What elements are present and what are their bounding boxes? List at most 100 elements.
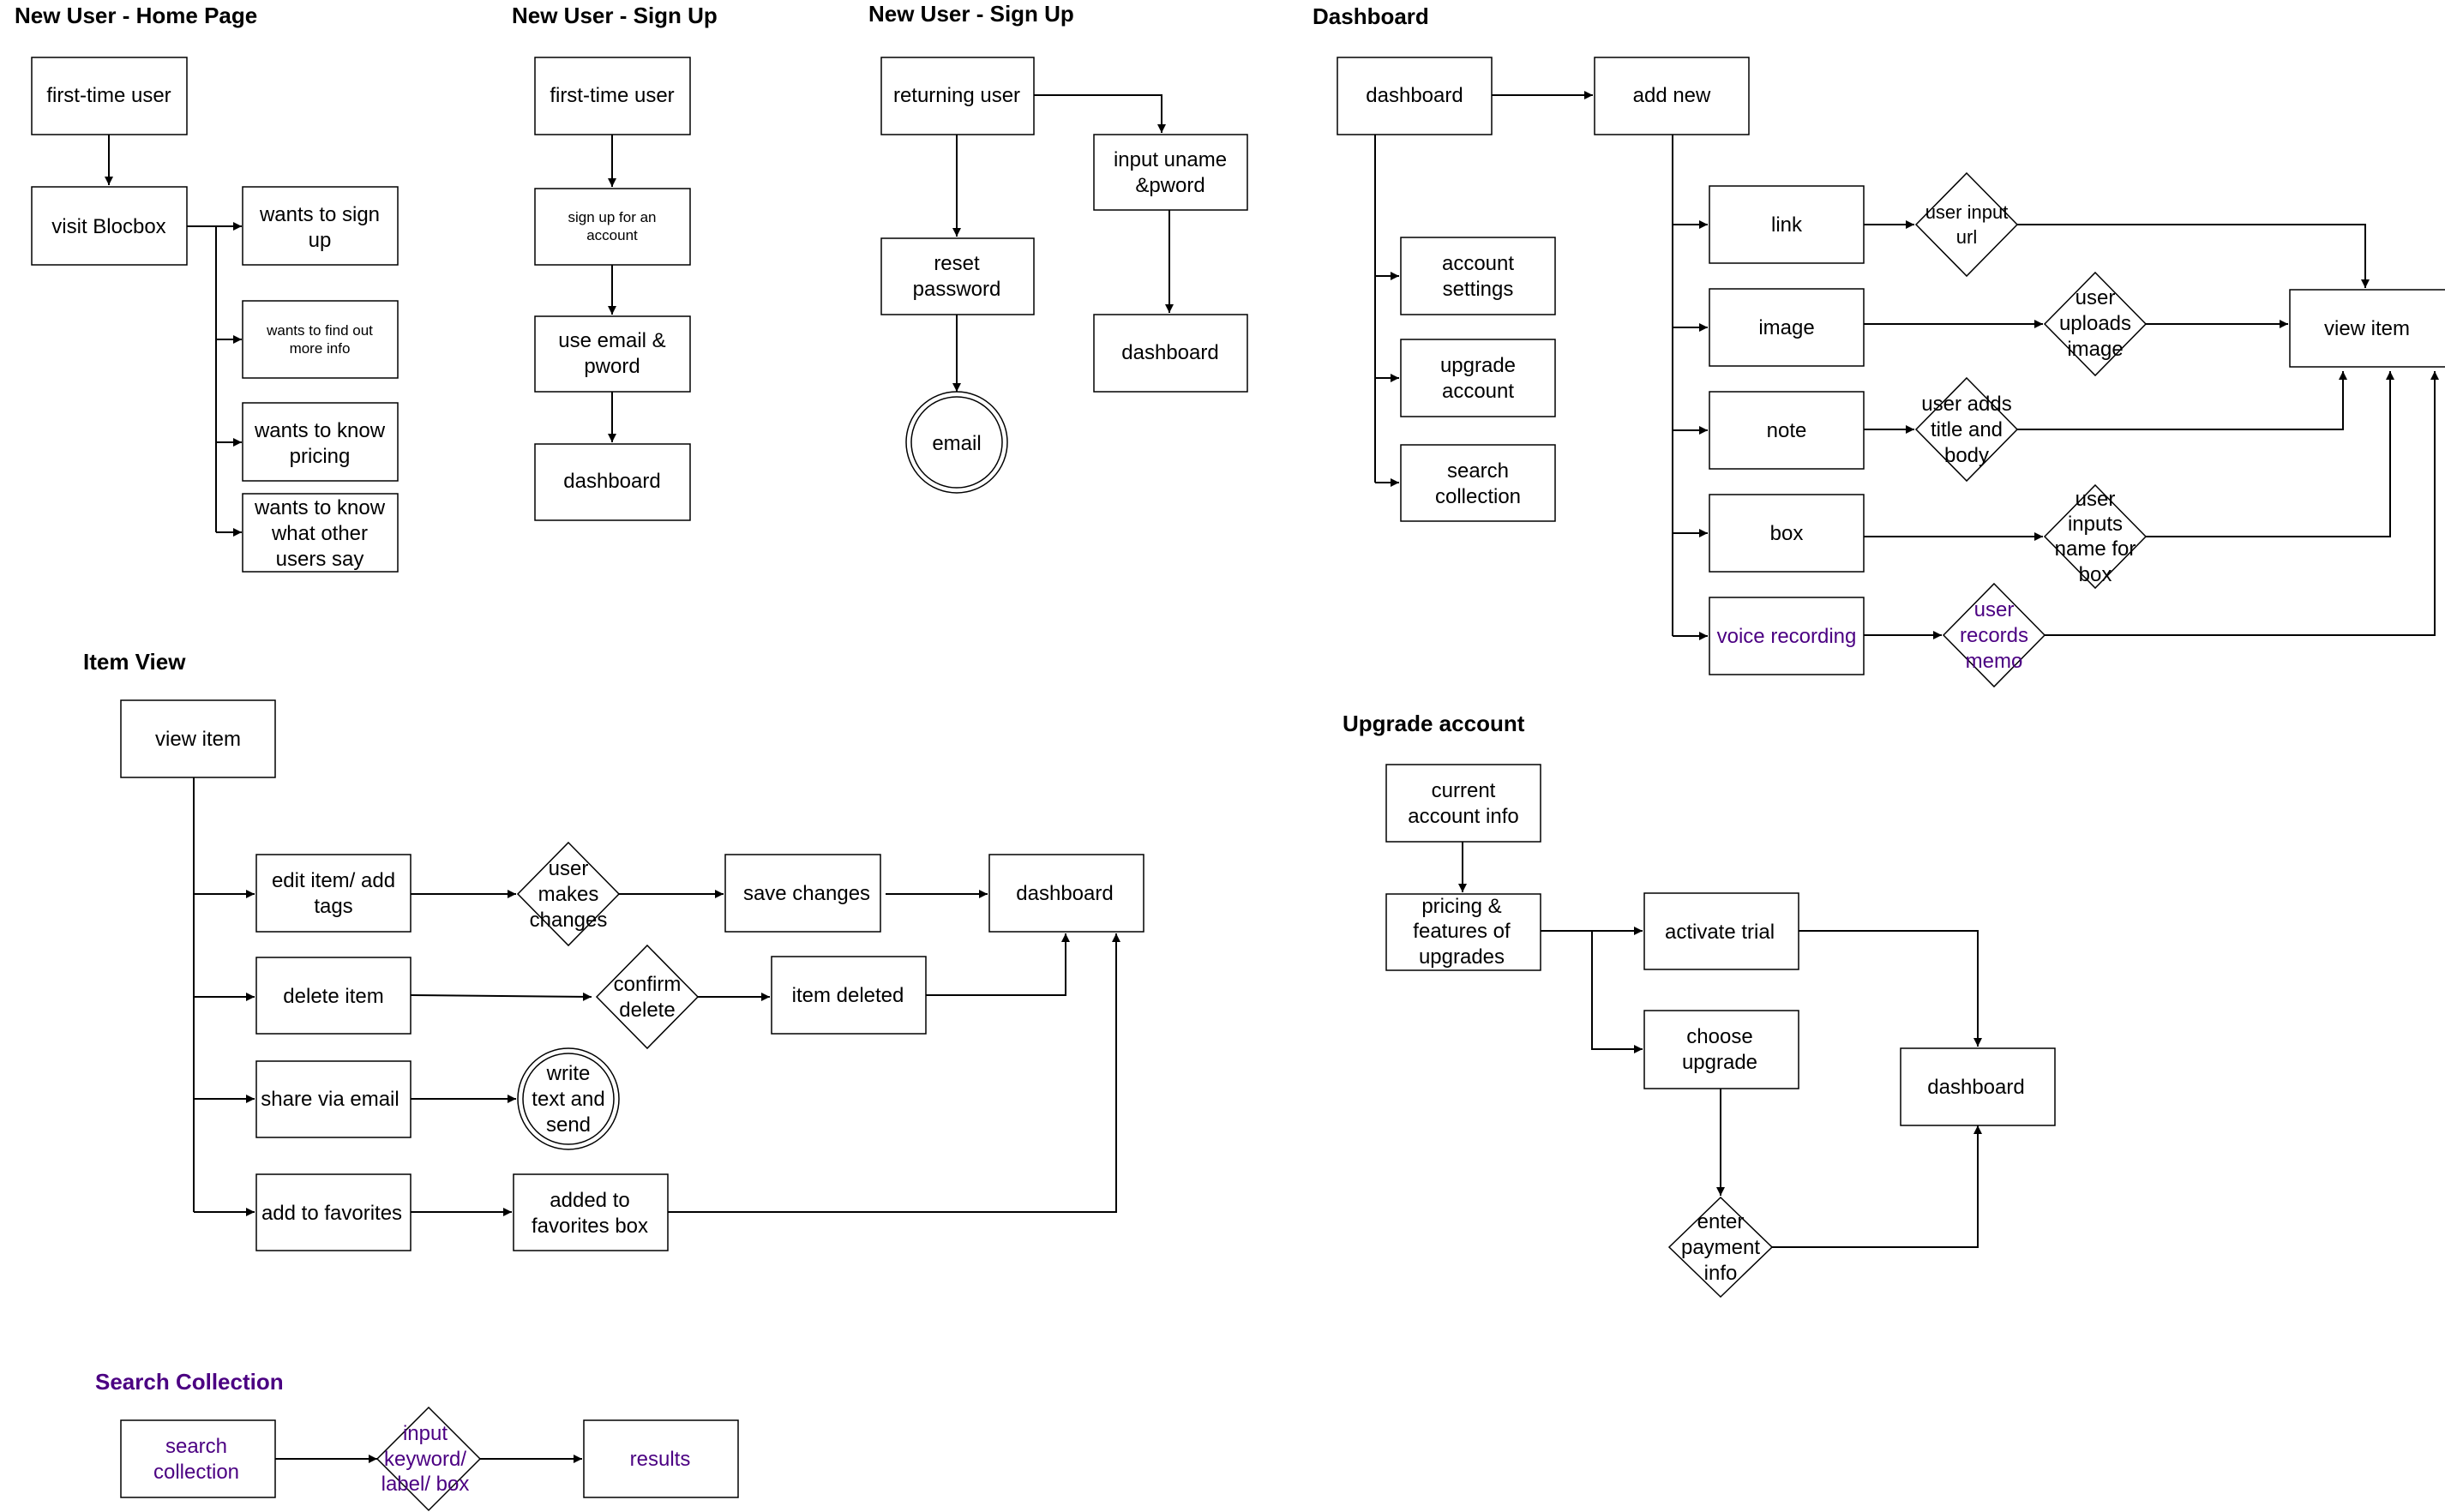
svg-text:user: user bbox=[1974, 598, 2015, 621]
svg-text:pricing &: pricing & bbox=[1421, 895, 1501, 918]
svg-text:input: input bbox=[403, 1422, 448, 1445]
node-edit-item: edit item/ add tags bbox=[255, 854, 412, 933]
svg-text:&pword: &pword bbox=[1135, 174, 1204, 197]
svg-text:dashboard: dashboard bbox=[1366, 84, 1463, 107]
svg-text:save changes: save changes bbox=[743, 882, 870, 905]
svg-text:account: account bbox=[1442, 252, 1514, 275]
svg-text:what other: what other bbox=[271, 522, 368, 545]
svg-text:share via email: share via email bbox=[261, 1088, 399, 1111]
svg-text:view item: view item bbox=[2324, 317, 2410, 340]
svg-text:current: current bbox=[1432, 779, 1496, 802]
svg-text:dashboard: dashboard bbox=[563, 470, 660, 493]
section-title-home: New User - Home Page bbox=[15, 3, 257, 28]
edge-url-to-view bbox=[2017, 224, 2370, 288]
section-title-upgrade: Upgrade account bbox=[1343, 711, 1525, 736]
svg-text:item deleted: item deleted bbox=[792, 984, 904, 1007]
edge-trial-to-dash bbox=[1799, 930, 1982, 1047]
node-first-time-user: first-time user bbox=[31, 57, 188, 135]
svg-text:visit Blocbox: visit Blocbox bbox=[51, 215, 165, 238]
edge-ret-to-input bbox=[1034, 94, 1166, 133]
node-returning-user: returning user bbox=[880, 57, 1035, 135]
svg-text:reset: reset bbox=[934, 252, 980, 275]
node-user-inputs-box-name: user inputs name for box bbox=[2043, 483, 2148, 590]
node-signup-first-time-user: first-time user bbox=[534, 57, 691, 135]
node-returning-dashboard: dashboard bbox=[1093, 314, 1248, 393]
svg-text:results: results bbox=[630, 1448, 691, 1471]
svg-text:sign up for an: sign up for an bbox=[568, 209, 656, 225]
node-pricing-features: pricing & features of upgrades bbox=[1385, 893, 1541, 971]
svg-text:text and: text and bbox=[532, 1088, 604, 1111]
svg-text:first-time user: first-time user bbox=[46, 84, 171, 107]
edge-adds-to-view bbox=[2017, 371, 2347, 430]
section-title-signup-returning: New User - Sign Up bbox=[868, 1, 1074, 27]
node-wants-to-sign-up: wants to sign up bbox=[242, 186, 399, 266]
svg-text:wants to find out: wants to find out bbox=[266, 322, 373, 339]
svg-text:body: body bbox=[1944, 444, 1989, 467]
svg-text:upgrade: upgrade bbox=[1682, 1051, 1757, 1074]
svg-text:pword: pword bbox=[584, 355, 640, 378]
svg-text:upgrades: upgrades bbox=[1419, 945, 1505, 969]
svg-text:upgrade: upgrade bbox=[1440, 354, 1516, 377]
node-item-deleted: item deleted bbox=[771, 956, 927, 1035]
node-search-collection: search collection bbox=[1400, 444, 1556, 522]
node-box: box bbox=[1709, 494, 1865, 573]
svg-text:more info: more info bbox=[290, 340, 351, 357]
edge-records-to-view bbox=[2045, 371, 2439, 636]
node-reset-password: reset password bbox=[880, 237, 1035, 315]
section-title-dashboard: Dashboard bbox=[1313, 3, 1429, 29]
svg-text:delete item: delete item bbox=[283, 985, 383, 1008]
node-add-new: add new bbox=[1594, 57, 1750, 135]
svg-text:input uname: input uname bbox=[1114, 148, 1227, 171]
svg-text:enter: enter bbox=[1697, 1210, 1745, 1233]
svg-text:search: search bbox=[165, 1435, 227, 1458]
svg-text:activate trial: activate trial bbox=[1665, 921, 1775, 944]
svg-text:collection: collection bbox=[153, 1461, 239, 1484]
edge-added-to-dash bbox=[667, 933, 1120, 1213]
svg-text:user: user bbox=[2076, 286, 2116, 309]
node-user-adds-title: user adds title and body bbox=[1914, 376, 2019, 483]
svg-text:pricing: pricing bbox=[290, 445, 351, 468]
node-user-makes-changes: user makes changes bbox=[516, 841, 621, 947]
svg-text:dashboard: dashboard bbox=[1927, 1076, 2024, 1099]
node-enter-payment-info: enter payment info bbox=[1667, 1196, 1774, 1299]
edges bbox=[105, 91, 2439, 1463]
svg-text:image: image bbox=[2067, 338, 2123, 361]
svg-text:box: box bbox=[2079, 563, 2112, 586]
svg-text:collection: collection bbox=[1435, 485, 1521, 508]
svg-text:edit item/ add: edit item/ add bbox=[272, 869, 395, 892]
node-search-collection-start: search collection bbox=[120, 1419, 276, 1498]
svg-text:user input: user input bbox=[1925, 201, 2009, 223]
svg-text:confirm: confirm bbox=[614, 973, 682, 996]
svg-text:settings: settings bbox=[1443, 278, 1514, 301]
node-user-records-memo: user records memo bbox=[1942, 582, 2046, 688]
node-share-via-email: share via email bbox=[255, 1060, 412, 1138]
node-add-to-favorites: add to favorites bbox=[255, 1173, 412, 1251]
node-link: link bbox=[1709, 185, 1865, 264]
svg-text:favorites box: favorites box bbox=[532, 1215, 648, 1238]
svg-text:url: url bbox=[1956, 226, 1977, 248]
node-account-settings: account settings bbox=[1400, 237, 1556, 315]
svg-text:delete: delete bbox=[619, 999, 675, 1022]
svg-text:dashboard: dashboard bbox=[1121, 341, 1218, 364]
section-title-search: Search Collection bbox=[95, 1369, 284, 1395]
svg-text:user: user bbox=[549, 857, 589, 880]
node-voice-recording: voice recording bbox=[1709, 597, 1865, 675]
node-note: note bbox=[1709, 391, 1865, 470]
svg-text:voice recording: voice recording bbox=[1717, 625, 1857, 648]
svg-text:up: up bbox=[309, 229, 332, 252]
svg-text:account info: account info bbox=[1408, 805, 1518, 828]
node-signup-dashboard: dashboard bbox=[534, 443, 691, 521]
svg-text:added to: added to bbox=[550, 1189, 629, 1212]
svg-text:add new: add new bbox=[1633, 84, 1711, 107]
svg-text:write: write bbox=[546, 1062, 591, 1085]
svg-text:label/ box: label/ box bbox=[381, 1473, 470, 1496]
svg-text:box: box bbox=[1770, 522, 1804, 545]
svg-text:returning user: returning user bbox=[893, 84, 1020, 107]
node-write-text-send: write text and send bbox=[517, 1047, 620, 1150]
edge-pricing-to-choose bbox=[1591, 931, 1643, 1053]
node-item-dashboard: dashboard bbox=[988, 854, 1144, 933]
node-upgrade-account: upgrade account bbox=[1400, 339, 1556, 417]
svg-text:note: note bbox=[1767, 419, 1807, 442]
svg-text:wants to know: wants to know bbox=[254, 496, 386, 519]
